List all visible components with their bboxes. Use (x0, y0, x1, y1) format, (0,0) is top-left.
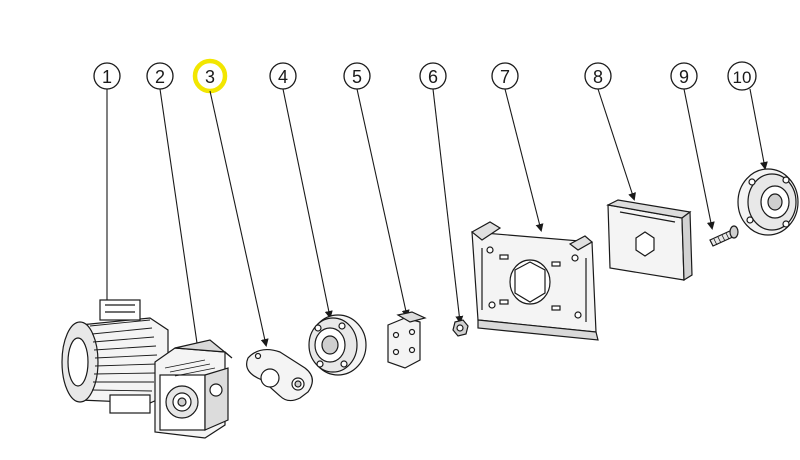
callout-5-label: 5 (352, 67, 362, 87)
leader-lines (103, 88, 768, 352)
callout-7-label: 7 (500, 67, 510, 87)
callout-7[interactable]: 7 (491, 62, 519, 90)
mounting-plate-part[interactable] (470, 221, 599, 341)
callout-1-label: 1 (102, 67, 112, 87)
callout-6-label: 6 (428, 67, 438, 87)
angle-bracket-part[interactable] (387, 311, 427, 369)
leader-line-6 (432, 88, 464, 324)
callout-3-highlighted[interactable]: 3 (192, 58, 228, 94)
torque-arm-part[interactable] (246, 348, 313, 402)
callout-9[interactable]: 9 (670, 62, 698, 90)
leader-line-4 (282, 88, 333, 319)
callout-2-label: 2 (155, 67, 165, 87)
leader-line-10 (749, 88, 768, 170)
leader-line-5 (356, 88, 410, 318)
leader-line-7 (504, 88, 544, 232)
motor-part[interactable] (61, 299, 169, 414)
nut-part[interactable] (452, 319, 469, 337)
callout-6[interactable]: 6 (419, 62, 447, 90)
callout-5[interactable]: 5 (343, 62, 371, 90)
callout-1[interactable]: 1 (93, 62, 121, 90)
callout-2[interactable]: 2 (146, 62, 174, 90)
leader-line-8 (597, 88, 636, 201)
leader-line-3 (209, 90, 269, 347)
leader-line-2 (159, 88, 202, 352)
gearbox-part[interactable] (154, 339, 233, 439)
callout-8-label: 8 (593, 67, 603, 87)
callout-3-label: 3 (205, 67, 215, 87)
flange-bearing-part[interactable] (308, 314, 367, 376)
callout-4-label: 4 (278, 67, 288, 87)
callout-10[interactable]: 10 (727, 61, 757, 91)
end-bearing-part[interactable] (737, 168, 799, 236)
bolt-part[interactable] (709, 225, 739, 247)
callout-4[interactable]: 4 (269, 62, 297, 90)
callout-10-label: 10 (733, 68, 752, 87)
cover-plate-part[interactable] (606, 199, 693, 282)
callout-8[interactable]: 8 (584, 62, 612, 90)
leader-line-9 (683, 88, 715, 230)
callout-9-label: 9 (679, 67, 689, 87)
